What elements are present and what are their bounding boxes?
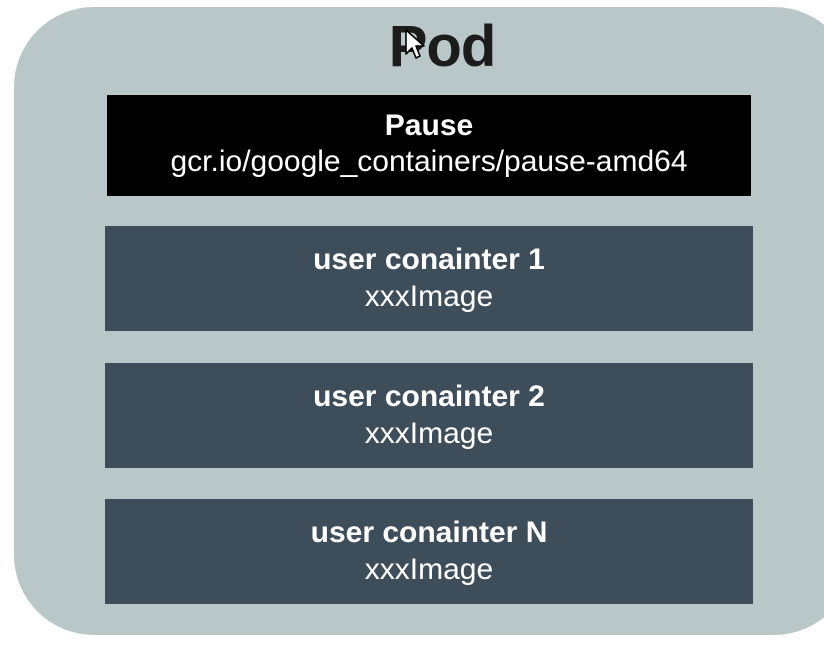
user-container-image: xxxImage [364, 552, 494, 586]
mouse-cursor-icon [405, 29, 425, 59]
pause-image: gcr.io/google_containers/pause-amd64 [170, 144, 688, 178]
user-container-image: xxxImage [364, 416, 494, 450]
user-container-title: user conainter N [310, 515, 548, 549]
pause-title: Pause [384, 108, 474, 142]
user-container-box: user conainter 1 xxxImage [105, 226, 753, 331]
user-container-box: user conainter 2 xxxImage [105, 363, 753, 468]
user-container-image: xxxImage [364, 279, 494, 313]
user-container-title: user conainter 1 [313, 242, 545, 276]
user-container-box: user conainter N xxxImage [105, 499, 753, 604]
pause-container-box: Pause gcr.io/google_containers/pause-amd… [107, 95, 751, 196]
user-container-title: user conainter 2 [313, 379, 545, 413]
